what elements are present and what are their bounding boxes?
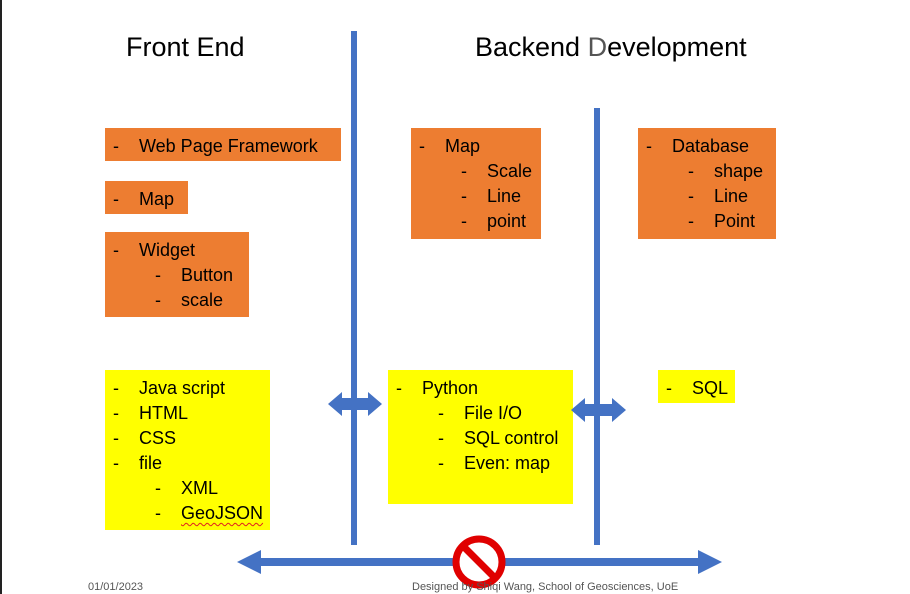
bullet-dash: - [419,136,425,156]
item-label: XML [181,478,219,498]
map-box: -Map [105,181,188,214]
bullet-dash: - [461,161,467,181]
bullet-dash: - [113,428,119,448]
bullet-dash: - [688,211,694,231]
item-label: Even: map [464,453,551,473]
divider-frontend-backend [351,31,357,545]
list-item: -SQL [666,376,729,401]
list-item: -Scale [419,159,533,184]
database-box: -Database -shape -Line -Point [638,128,776,239]
backend-map-box: -Map -Scale -Line -point [411,128,541,239]
bullet-dash: - [113,189,119,209]
backend-heading-part2: evelopment [607,32,747,62]
bullet-dash: - [438,403,444,423]
bullet-dash: - [155,290,161,310]
bullet-dash: - [155,478,161,498]
bullet-dash: - [155,265,161,285]
item-label: Line [487,186,522,206]
item-label: Map [139,189,175,209]
bullet-dash: - [113,453,119,473]
bullet-dash: - [461,211,467,231]
item-label: CSS [139,428,177,448]
item-label: Button [181,265,234,285]
list-item: -scale [113,288,241,313]
item-label: Python [422,378,479,398]
list-item: -Python [396,376,565,401]
frontend-tech-box: -Java script -HTML -CSS -file -XML -GeoJ… [105,370,270,530]
list-item: -file [113,451,262,476]
list-item: -Database [646,134,768,159]
list-item: -Point [646,209,768,234]
list-item: -SQL control [396,426,565,451]
bullet-dash: - [113,403,119,423]
bullet-dash: - [113,378,119,398]
item-label: SQL [692,378,729,398]
backend-heading-letter: D [587,32,608,62]
list-item: -Widget [113,238,241,263]
item-label: SQL control [464,428,559,448]
bullet-dash: - [688,186,694,206]
list-item: -Line [419,184,533,209]
widget-box: -Widget -Button -scale [105,232,249,317]
slide-left-border [0,0,2,594]
list-item: -Map [419,134,533,159]
item-label: point [487,211,527,231]
web-page-framework-box: -Web Page Framework [105,128,341,161]
item-label: Map [445,136,481,156]
list-item: -XML [113,476,262,501]
bullet-dash: - [646,136,652,156]
backend-heading: Backend Development [475,31,747,63]
list-item: -GeoJSON [113,501,264,526]
item-label-spellcheck: GeoJSON [181,503,264,523]
item-label: Line [714,186,749,206]
list-item: -shape [646,159,768,184]
item-label: Java script [139,378,226,398]
divider-backend-database [594,108,600,545]
item-label: File I/O [464,403,523,423]
bullet-dash: - [688,161,694,181]
item-label: scale [181,290,224,310]
bullet-dash: - [666,378,672,398]
list-item: -Java script [113,376,262,401]
bullet-dash: - [113,136,119,156]
double-arrow-frontend-backend [328,392,382,416]
bullet-dash: - [438,428,444,448]
bullet-dash: - [438,453,444,473]
list-item: -HTML [113,401,262,426]
prohibited-sign-icon [452,535,506,589]
front-end-heading: Front End [126,32,245,62]
item-label: Web Page Framework [139,136,318,156]
item-label: Database [672,136,750,156]
footer-date: 01/01/2023 [88,581,144,593]
list-item: -Map [113,187,180,212]
backend-heading-part1: Backend [475,32,588,62]
list-item: -Line [646,184,768,209]
double-arrow-backend-database [571,398,626,422]
list-item: -File I/O [396,401,565,426]
item-label: shape [714,161,764,181]
item-label: Widget [139,240,196,260]
list-item: -CSS [113,426,262,451]
python-box: -Python -File I/O -SQL control -Even: ma… [388,370,573,504]
list-item: -point [419,209,533,234]
bullet-dash: - [396,378,402,398]
item-label: Scale [487,161,533,181]
list-item: -Even: map [396,451,565,476]
list-item: -Web Page Framework [113,134,333,159]
item-label: file [139,453,163,473]
footer-credit: Designed by Shiqi Wang, School of Geosci… [412,581,679,593]
bullet-dash: - [155,503,161,523]
item-label: Point [714,211,756,231]
list-item: -Button [113,263,241,288]
item-label: HTML [139,403,188,423]
sql-box: -SQL [658,370,735,403]
bullet-dash: - [113,240,119,260]
bullet-dash: - [461,186,467,206]
